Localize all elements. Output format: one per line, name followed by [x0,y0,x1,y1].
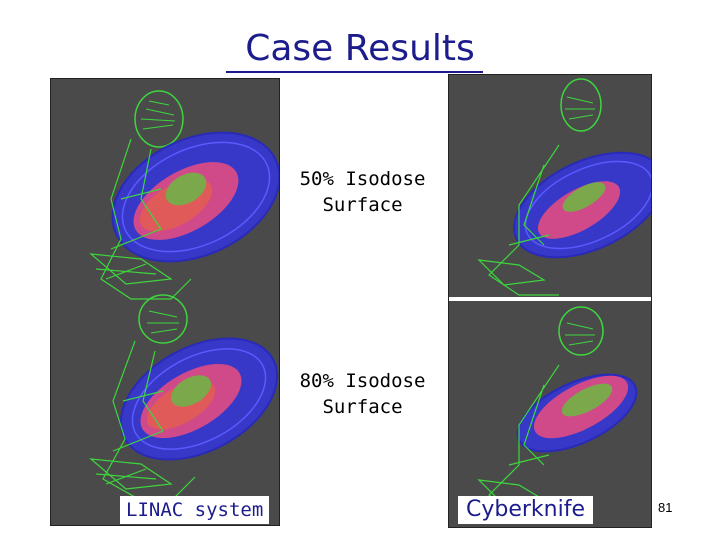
caption-linac-system: LINAC system [120,496,269,524]
linac-upper-render [91,91,279,299]
cyberknife-render [449,75,651,527]
cyberknife-lower-render [479,307,648,515]
page-number: 81 [658,500,672,515]
slide-title: Case Results [0,28,720,69]
cyberknife-upper-render [479,79,651,295]
linac-render [51,79,279,525]
label-80-isodose: 80% Isodose Surface [285,368,440,420]
linac-lower-render [91,295,279,497]
title-underline [226,71,483,73]
label-50-isodose: 50% Isodose Surface [285,166,440,218]
caption-cyberknife: Cyberknife [458,496,593,524]
linac-image-panel [50,78,280,526]
cyberknife-image-panel [448,74,652,528]
